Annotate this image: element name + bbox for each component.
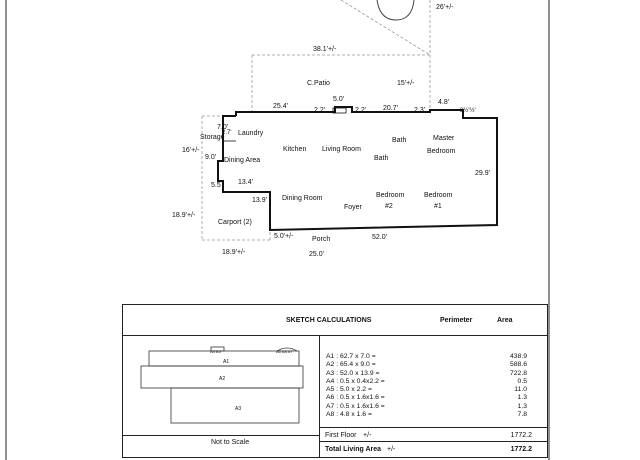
room-bath-1: Bath: [392, 137, 407, 144]
room-kitchen: Kitchen: [283, 146, 306, 153]
calc-footer-left: Not to Scale: [123, 435, 319, 457]
dim-25-0: 25.0': [309, 251, 324, 258]
house-outline: [217, 106, 498, 232]
calc-row: A3 : 52.0 x 13.9 =722.8: [326, 369, 527, 377]
total-value: 1772.2: [510, 446, 532, 453]
room-carport: Carport (2): [218, 219, 252, 226]
calc-header: SKETCH CALCULATIONS Perimeter Area: [123, 305, 547, 336]
dim-5-0-pm: 5.0'+/-: [274, 233, 294, 240]
calc-row: A4 : 0.5 x 0.4x2.2 =0.5: [326, 377, 527, 385]
dim-13-4: 13.4': [238, 179, 253, 186]
dim-25-4: 25.4': [273, 103, 288, 110]
dim-7-0: 7.0': [217, 124, 228, 131]
mini-a3: A3: [235, 406, 241, 412]
dim-9-0: 9.0': [205, 154, 216, 161]
room-porch: Porch: [312, 236, 330, 243]
room-storage: Storage: [200, 134, 225, 141]
calc-rows: A1 : 62.7 x 7.0 =438.9 A2 : 65.4 x 9.0 =…: [326, 353, 542, 419]
room-foyer: Foyer: [344, 204, 363, 211]
calc-row: A2 : 65.4 x 9.0 =588.6: [326, 361, 527, 369]
room-bath-2: Bath: [374, 155, 389, 162]
room-bedroom-1: Bedroom: [424, 192, 453, 199]
total-pm: +/-: [387, 446, 396, 453]
tree-circle: [376, 0, 415, 21]
calc-row: A8 : 4.8 x 1.6 =7.8: [326, 411, 527, 419]
room-bedroom-1-num: #1: [434, 203, 442, 210]
dim-patio-side: 15'+/-: [397, 80, 415, 87]
dim-2-2b: 2.2': [355, 107, 366, 114]
patio-dashed-lines: [201, 0, 431, 241]
room-laundry: Laundry: [238, 130, 264, 137]
calc-divider: [319, 335, 320, 457]
first-floor-label: First Floor: [325, 432, 357, 439]
first-floor-pm: +/-: [363, 432, 372, 439]
dim-18-9-bottom: 18.9'+/-: [222, 249, 246, 256]
room-dining-area: Dining Area: [224, 157, 260, 164]
dim-5-0: 5.0': [333, 96, 344, 103]
dim-2-7: 2.7': [222, 130, 232, 136]
room-master: Master: [433, 135, 455, 142]
mini-a4-a5: A4 A5: [210, 349, 221, 354]
dim-18-9-side: 18.9'+/-: [172, 212, 196, 219]
dim-overall: 38.1'+/-: [313, 46, 337, 53]
dim-20-7: 20.7': [383, 105, 398, 112]
calc-row: A6 : 0.5 x 1.6x1.6 =1.3: [326, 394, 527, 402]
dim-4-8: 4.8': [438, 99, 449, 106]
dim-5-5: 5.5: [211, 182, 221, 189]
dim-2-3: 2.3': [414, 107, 425, 114]
interior-lines: [223, 107, 347, 142]
mini-sketch: A1 A2 A3 A4 A5 A6 A8 A7: [140, 346, 304, 424]
mini-a1: A1: [223, 359, 229, 365]
dim-52-0: 52.0': [372, 234, 387, 241]
col-perimeter: Perimeter: [440, 317, 473, 324]
first-floor-row: First Floor +/- 1772.2: [319, 427, 547, 442]
not-to-scale: Not to Scale: [211, 439, 250, 446]
room-bedroom-2: Bedroom: [376, 192, 405, 199]
sketch-calculations-table: SKETCH CALCULATIONS Perimeter Area A1 A2…: [122, 304, 548, 458]
mini-a6-a8: A6 A8 A7: [276, 349, 293, 354]
room-living: Living Room: [322, 146, 361, 153]
calc-row: A5 : 5.0 x 2.2 =11.0: [326, 386, 527, 394]
col-area: Area: [497, 317, 513, 324]
calc-row: A1 : 62.7 x 7.0 =438.9: [326, 353, 527, 360]
total-label: Total Living Area: [325, 446, 382, 453]
mini-a2: A2: [219, 376, 225, 382]
total-row: Total Living Area +/- 1772.2: [319, 441, 547, 458]
dim-2-2a: 2.2': [314, 107, 325, 114]
dim-top-right: 26'+/-: [436, 4, 454, 11]
room-master-bedroom: Bedroom: [427, 148, 456, 155]
room-patio: C.Patio: [307, 80, 330, 87]
calc-row: A7 : 0.5 x 1.6x1.6 =1.3: [326, 402, 527, 410]
calc-title: SKETCH CALCULATIONS: [286, 317, 372, 324]
room-dining-room: Dining Room: [282, 195, 323, 202]
dim-29-9: 29.9': [475, 170, 490, 177]
room-bedroom-2-num: #2: [385, 203, 393, 210]
dim-13-9: 13.9': [252, 197, 267, 204]
dim-3-frac: 3½'½': [460, 107, 476, 114]
first-floor-value: 1772.2: [510, 432, 532, 439]
dim-16: 16'+/-: [182, 147, 200, 154]
